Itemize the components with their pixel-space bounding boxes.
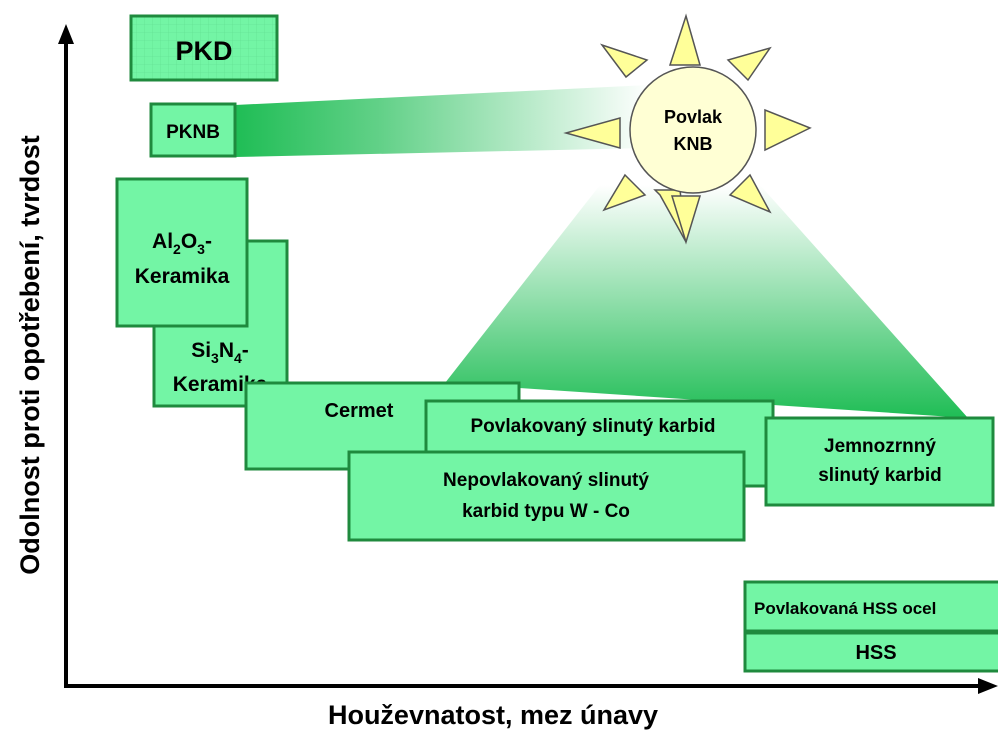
sun-label-line1: Povlak: [664, 107, 723, 127]
uncoated-carbide-line2: karbid typu W - Co: [462, 501, 630, 522]
si3n4-label-line2: Keramika: [173, 373, 268, 396]
pknb-box: [149, 102, 237, 158]
si3n4-label-line1: Si3N4-: [191, 339, 249, 366]
al2o3-label-line1: Al2O3-: [152, 230, 212, 257]
sun-rays: [563, 13, 812, 245]
al2o3-box: [115, 177, 249, 328]
pkd-label: PKD: [175, 36, 232, 66]
y-axis-label: Odolnost proti opotřebení, tvrdost: [15, 135, 45, 574]
beam-to-carbides: [445, 185, 968, 418]
sun-ray-icon: [670, 195, 702, 245]
cermet-label: Cermet: [325, 400, 394, 422]
coated-carbide-label: Povlakovaný slinutý karbid: [471, 416, 716, 437]
fine-grain-carbide-line2: slinutý karbid: [818, 465, 942, 486]
beam-to-pknb: [235, 85, 650, 157]
sun-label-line2: KNB: [674, 134, 713, 154]
hss-label: HSS: [855, 642, 896, 664]
x-axis-label: Houževnatost, mez únavy: [328, 700, 658, 730]
hss-box: [743, 631, 998, 673]
pkd-box: [129, 14, 279, 82]
sun-icon: [629, 66, 757, 194]
coated-hss-box: [743, 580, 998, 633]
sun-ray-icon: [599, 43, 649, 79]
coated-hss-label: Povlakovaná HSS ocel: [754, 599, 936, 618]
uncoated-carbide-box: [347, 450, 746, 542]
y-axis-arrow-icon: [58, 24, 74, 44]
al2o3-label-line2: Keramika: [135, 265, 230, 288]
sun-ray-icon: [726, 46, 772, 82]
sun-ray-icon: [764, 108, 812, 152]
pknb-label: PKNB: [166, 122, 220, 143]
sun-ray-icon: [563, 117, 621, 149]
sun-ray-icon: [728, 173, 772, 214]
fine-grain-carbide-line1: Jemnozrnný: [824, 436, 936, 457]
uncoated-carbide-line1: Nepovlakovaný slinutý: [443, 470, 649, 491]
x-axis-arrow-icon: [978, 678, 998, 694]
fine-grain-carbide-box: [764, 416, 995, 507]
sun-ray-icon: [602, 173, 647, 212]
sun-ray-icon: [668, 13, 701, 66]
